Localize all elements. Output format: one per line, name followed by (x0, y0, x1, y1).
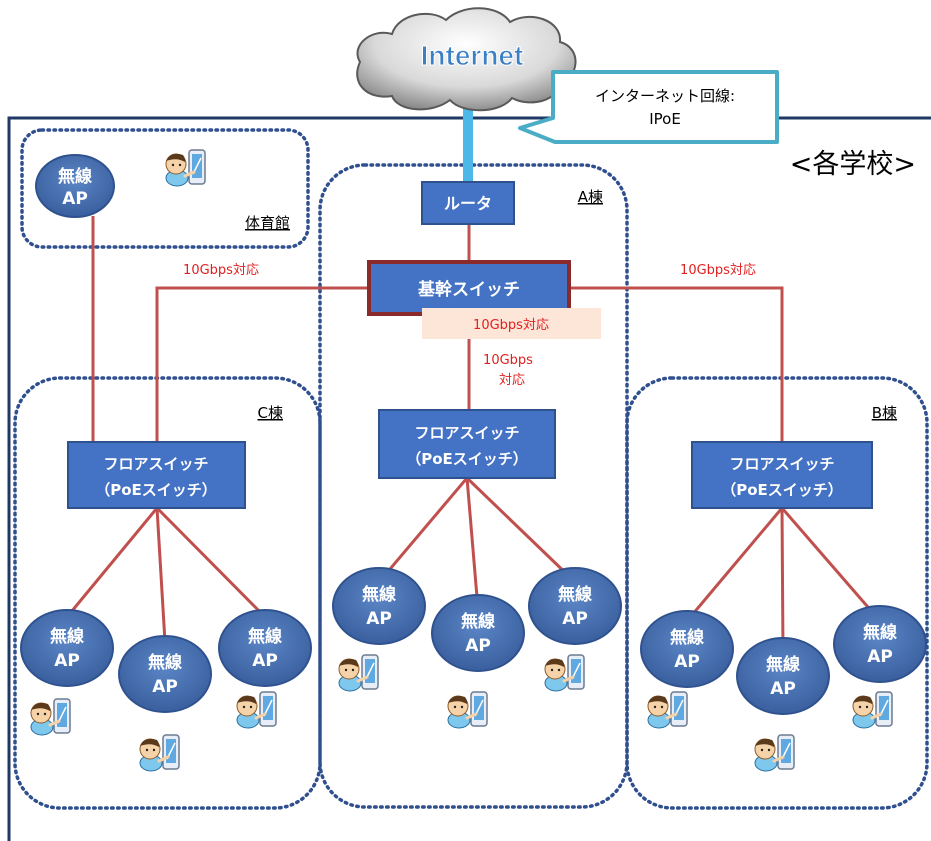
gym-area (20, 128, 310, 249)
school-label: <各学校> (790, 149, 916, 180)
svg-text:無線: 無線 (58, 166, 92, 187)
speed-highlight-box (422, 308, 601, 339)
callout-line1: インターネット回線: (595, 87, 735, 105)
svg-text:無線: 無線 (248, 626, 282, 647)
ap-b-3: 無線 AP (833, 605, 927, 683)
svg-text:無線: 無線 (148, 652, 182, 673)
user-tablet-icon (851, 690, 894, 730)
router-box (421, 181, 515, 225)
user-tablet-icon (446, 690, 489, 730)
speed-left: 10Gbps対応 (183, 263, 259, 278)
router-label: ルータ (444, 194, 492, 213)
svg-text:AP: AP (674, 652, 700, 672)
speed-center-highlight: 10Gbps対応 (473, 318, 549, 333)
svg-text:無線: 無線 (670, 627, 704, 648)
internet-cloud-icon (356, 7, 577, 112)
svg-text:AP: AP (366, 609, 392, 629)
speed-right: 10Gbps対応 (680, 263, 756, 278)
svg-text:無線: 無線 (558, 584, 592, 605)
internet-link (463, 90, 473, 182)
user-tablet-icon (646, 690, 689, 730)
building-c-label: C棟 (258, 404, 283, 422)
floor-switch-c-line1: フロアスイッチ (103, 455, 208, 473)
speed-center-line1: 10Gbps (483, 353, 533, 368)
svg-text:無線: 無線 (50, 626, 84, 647)
floor-switch-c: フロアスイッチ （PoEスイッチ） (67, 441, 246, 509)
ap-c-3: 無線 AP (218, 609, 312, 687)
svg-text:無線: 無線 (766, 654, 800, 675)
internet-label: Internet (421, 40, 524, 71)
svg-text:AP: AP (252, 651, 278, 671)
floor-switch-a-line2: （PoEスイッチ） (406, 450, 528, 468)
ap-a-1: 無線 AP (332, 567, 426, 645)
building-c-area (13, 376, 322, 810)
user-tablet-icon (164, 148, 207, 188)
building-b-area (625, 376, 929, 810)
user-tablet-icon (543, 653, 586, 693)
floor-switch-c-line2: （PoEスイッチ） (95, 481, 217, 499)
ap-c-2: 無線 AP (118, 635, 212, 713)
ap-c-1: 無線 AP (20, 609, 114, 687)
floor-switch-b: フロアスイッチ （PoEスイッチ） (691, 441, 873, 509)
speed-center-line2: 対応 (499, 373, 525, 388)
ap-b-1: 無線 AP (640, 610, 734, 688)
svg-text:AP: AP (62, 189, 88, 209)
internet-line-callout: インターネット回線: IPoE (518, 70, 779, 144)
ap-b-2: 無線 AP (736, 637, 830, 715)
ap-gym: 無線 AP (35, 154, 115, 218)
floor-switch-b-line1: フロアスイッチ (729, 455, 834, 473)
core-switch-box (367, 260, 571, 316)
svg-text:無線: 無線 (362, 584, 396, 605)
svg-text:AP: AP (152, 677, 178, 697)
svg-text:AP: AP (867, 647, 893, 667)
svg-text:AP: AP (562, 609, 588, 629)
floor-switch-a: フロアスイッチ （PoEスイッチ） (378, 409, 556, 479)
callout-line2: IPoE (649, 110, 681, 128)
user-tablet-icon (337, 653, 380, 693)
user-tablet-icon (29, 697, 72, 737)
building-a-label: A棟 (578, 188, 603, 206)
network-links (65, 216, 882, 653)
svg-text:AP: AP (770, 679, 796, 699)
ap-a-3: 無線 AP (528, 567, 622, 645)
user-tablet-icon (138, 733, 181, 773)
floor-switch-b-line2: （PoEスイッチ） (721, 481, 843, 499)
gym-label: 体育館 (245, 214, 290, 232)
svg-text:無線: 無線 (863, 622, 897, 643)
ap-a-2: 無線 AP (431, 594, 525, 672)
user-tablet-icon (235, 690, 278, 730)
svg-text:AP: AP (54, 651, 80, 671)
user-tablet-icon (753, 733, 796, 773)
floor-switch-a-line1: フロアスイッチ (414, 424, 519, 442)
core-switch-label: 基幹スイッチ (417, 279, 520, 300)
svg-text:AP: AP (465, 636, 491, 656)
building-b-label: B棟 (872, 404, 897, 422)
svg-text:無線: 無線 (461, 611, 495, 632)
